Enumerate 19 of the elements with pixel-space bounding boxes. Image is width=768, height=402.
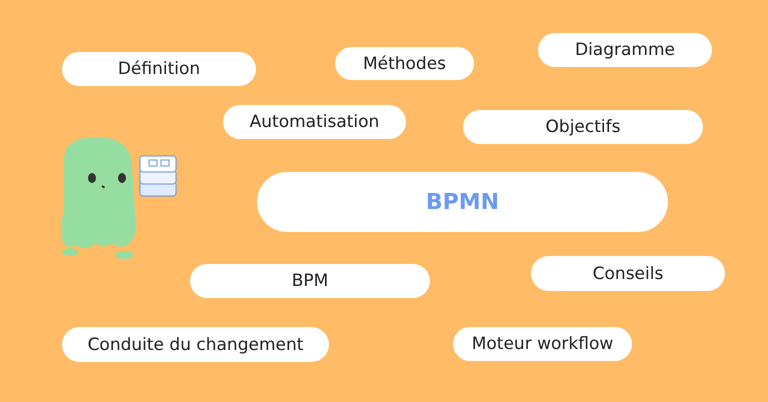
- topic-pill: [453, 327, 632, 361]
- topic-pill: [223, 105, 406, 139]
- topic-pill: [62, 52, 256, 86]
- topic-pill: [335, 47, 474, 80]
- topic-text: Conseils: [592, 264, 664, 284]
- topic-text: Conduite du changement: [88, 334, 304, 354]
- topic-text: BPM: [292, 271, 328, 291]
- topic-text: Définition: [118, 59, 200, 79]
- topic-pill: [190, 264, 430, 298]
- topic-pill: [538, 33, 712, 67]
- topic-pill: [62, 327, 329, 362]
- topic-text: Objectifs: [546, 117, 620, 137]
- topic-text: Méthodes: [362, 54, 446, 74]
- topic-pill: [463, 110, 703, 144]
- topic-text: Moteur workflow: [472, 334, 614, 354]
- topic-text: Automatisation: [250, 112, 380, 132]
- topic-pill: [531, 256, 725, 291]
- topic-text: Diagramme: [574, 40, 675, 60]
- topic-text: BPMN: [426, 190, 500, 214]
